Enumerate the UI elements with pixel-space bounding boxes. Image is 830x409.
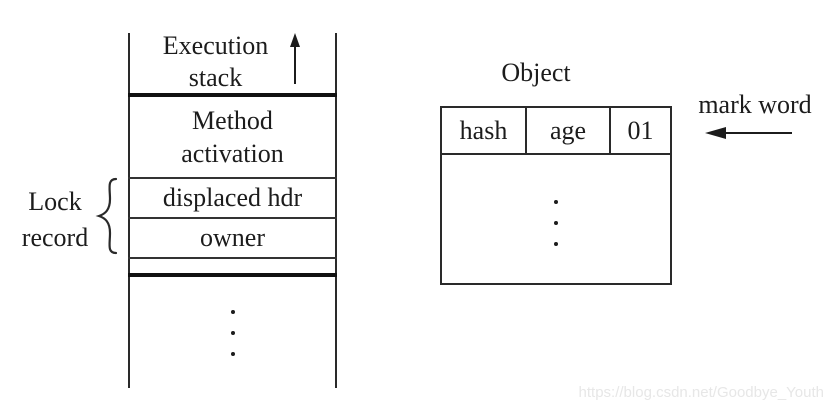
object-title: Object — [501, 58, 571, 87]
curly-brace-icon — [95, 177, 118, 255]
lock-record-label-line1: Lock — [28, 187, 82, 216]
method-activation-line2: activation — [181, 139, 284, 168]
lock-record-label: Lock record — [15, 184, 95, 256]
ellipsis-dot — [554, 200, 558, 204]
lock-record-label-line2: record — [21, 223, 89, 252]
up-arrow-icon — [290, 33, 300, 84]
watermark: https://blog.csdn.net/Goodbye_Youth — [578, 384, 824, 401]
ellipsis-dot — [554, 242, 558, 246]
stack-row-method-activation: Method activation — [130, 97, 335, 177]
stack-header: Execution stack — [130, 30, 335, 94]
stack-row-owner: owner — [200, 223, 265, 252]
stack-divider-thin — [128, 217, 337, 219]
object-body — [442, 155, 670, 287]
ellipsis-dots — [554, 200, 558, 246]
mark-word-cell-age: age — [527, 108, 611, 153]
stack-title: Execution stack — [163, 30, 268, 94]
mark-word-row: hash age 01 — [442, 108, 670, 155]
stack-row-displaced-hdr: displaced hdr — [162, 183, 303, 212]
mark-word-label: mark word — [698, 90, 812, 119]
stack-row-empty — [130, 259, 335, 273]
left-arrow-icon — [705, 127, 792, 139]
ellipsis-dots — [230, 309, 235, 356]
stack-divider-thick-bottom — [128, 273, 337, 277]
ellipsis-dot — [230, 330, 235, 335]
method-activation-line1: Method — [192, 106, 273, 135]
execution-stack: Execution stack Method activation displa… — [128, 30, 337, 388]
mark-word-cell-tag: 01 — [627, 115, 654, 145]
stack-divider-thick-top — [128, 93, 337, 97]
ellipsis-dot — [230, 351, 235, 356]
ellipsis-dot — [554, 221, 558, 225]
mark-word-cell-hash: hash — [442, 108, 527, 153]
stack-divider-thin — [128, 177, 337, 179]
stack-title-line2: stack — [188, 63, 243, 92]
stack-continuation — [130, 277, 335, 388]
stack-title-line1: Execution — [162, 31, 269, 60]
object-box: hash age 01 — [440, 106, 672, 285]
ellipsis-dot — [230, 309, 235, 314]
stack-divider-thin — [128, 257, 337, 259]
